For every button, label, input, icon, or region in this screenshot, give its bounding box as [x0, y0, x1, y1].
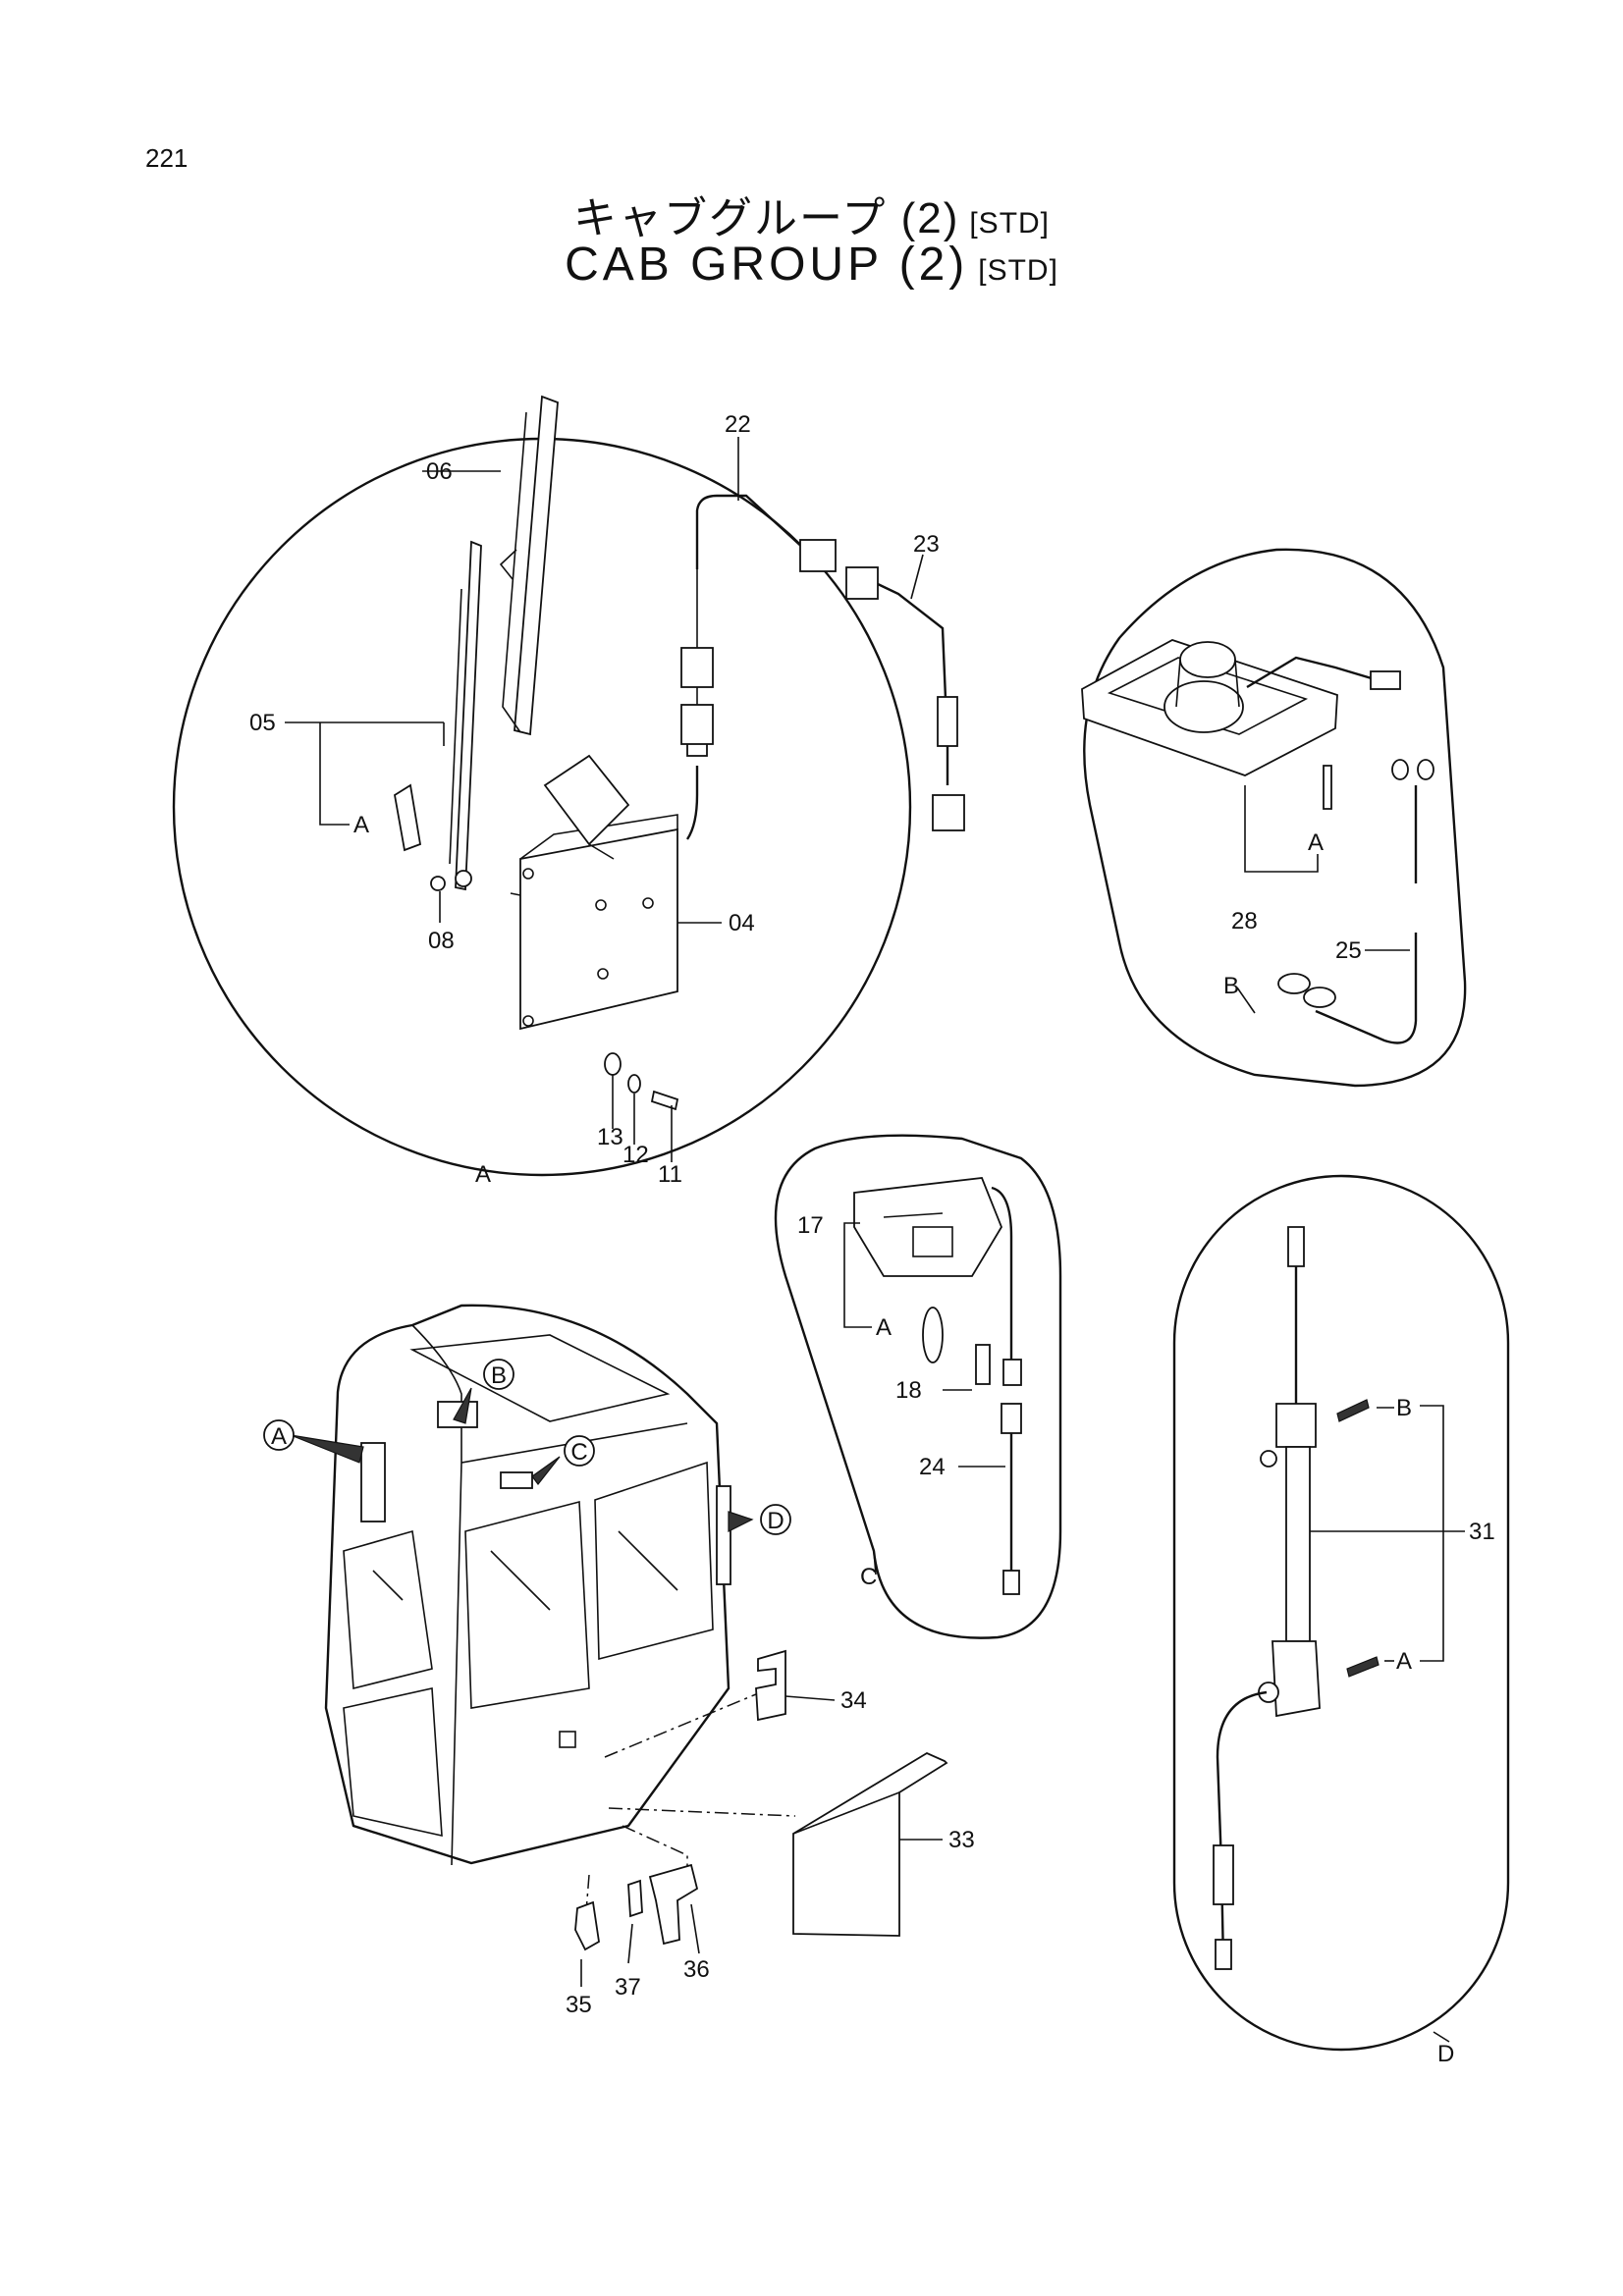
detail-d-outline [1172, 1174, 1510, 2052]
cab-mark-c [500, 1471, 533, 1489]
detail-c-label: C [860, 1564, 877, 1590]
callout-d-circle [760, 1504, 791, 1535]
detail-c [774, 1134, 1062, 1639]
title-english: CAB GROUP (2) [STD] [0, 238, 1623, 292]
title-japanese-text: キャブグループ (2) [572, 194, 960, 242]
screw-b-31 [1336, 1399, 1370, 1422]
bracket-37 [627, 1879, 643, 1918]
wiper-blade [499, 395, 559, 736]
detail-b [1081, 548, 1467, 1088]
washer-08 [430, 876, 446, 891]
detail-b-outline [1083, 548, 1467, 1088]
callout-d: D [767, 1508, 784, 1534]
callout-a: A [271, 1423, 287, 1450]
callout-b-circle [483, 1359, 514, 1390]
part-34: 34 [840, 1687, 867, 1714]
cab-assembly [290, 1304, 948, 1987]
detail-b-label: B [1223, 973, 1239, 999]
title-english-suffix: [STD] [978, 254, 1058, 287]
cab-body [324, 1304, 730, 1865]
bolt-11 [650, 1090, 679, 1111]
sub-ref-a-05: A [353, 812, 369, 838]
title-english-text: CAB GROUP (2) [565, 239, 969, 291]
part-25: 25 [1335, 937, 1362, 964]
part-17: 17 [797, 1212, 824, 1239]
part-35: 35 [566, 1992, 592, 2018]
sub-ref-a-17: A [876, 1314, 892, 1341]
page-number: 221 [145, 143, 189, 173]
bracket-36 [648, 1863, 699, 1946]
detail-a-label: A [475, 1161, 491, 1188]
callout-c-circle [564, 1435, 595, 1467]
callout-b: B [491, 1362, 507, 1389]
part-18: 18 [895, 1377, 922, 1404]
part-24: 24 [919, 1454, 946, 1480]
screw-18 [975, 1344, 991, 1385]
switch-knob [1163, 680, 1244, 733]
part-08: 08 [428, 928, 455, 954]
bracket-34 [755, 1649, 786, 1722]
harness-22 [680, 494, 837, 840]
bulb [922, 1307, 944, 1363]
arm-bracket [394, 783, 422, 852]
antenna-tip [1287, 1226, 1305, 1267]
wiper-arm [449, 540, 482, 891]
part-06: 06 [426, 458, 453, 485]
part-12: 12 [622, 1142, 649, 1168]
washer-12 [627, 1074, 641, 1094]
part-31: 31 [1469, 1519, 1495, 1545]
part-36: 36 [683, 1956, 710, 1983]
detail-d [1172, 1174, 1510, 2052]
title-japanese: キャブグループ (2) [STD] [0, 183, 1623, 245]
sub-ref-a-31: A [1396, 1648, 1412, 1675]
harness-23 [845, 566, 965, 831]
part-37: 37 [615, 1974, 641, 2001]
part-28: 28 [1231, 908, 1258, 934]
part-11: 11 [658, 1161, 682, 1188]
part-33: 33 [948, 1827, 975, 1853]
cab-rear-window [343, 1529, 433, 1690]
callout-a-circle [263, 1419, 295, 1451]
screw-b [1323, 765, 1332, 810]
detail-c-outline [774, 1134, 1062, 1639]
cab-mark-d [716, 1485, 731, 1585]
detail-a [172, 395, 965, 1177]
title-japanese-suffix: [STD] [969, 207, 1051, 240]
screw-a-31 [1346, 1656, 1380, 1678]
cab-mark-a [360, 1442, 386, 1522]
sub-ref-a-28: A [1308, 829, 1324, 856]
cab-front-window [464, 1500, 590, 1709]
cab-mark-b [437, 1401, 478, 1428]
part-13: 13 [597, 1124, 623, 1150]
wiper-motor [510, 754, 678, 1031]
part-04: 04 [729, 910, 755, 936]
part-05: 05 [249, 710, 276, 736]
bracket-35 [574, 1900, 600, 1951]
detail-d-label: D [1437, 2041, 1454, 2067]
callout-c: C [570, 1439, 587, 1466]
part-22: 22 [725, 411, 751, 438]
part-23: 23 [913, 531, 940, 558]
cab-roof-window [409, 1334, 671, 1422]
plate-33 [792, 1751, 948, 1937]
washer-13 [604, 1052, 622, 1076]
cab-side-window [594, 1461, 714, 1661]
antenna-mast [1285, 1446, 1311, 1642]
sub-ref-b-31: B [1396, 1395, 1412, 1421]
